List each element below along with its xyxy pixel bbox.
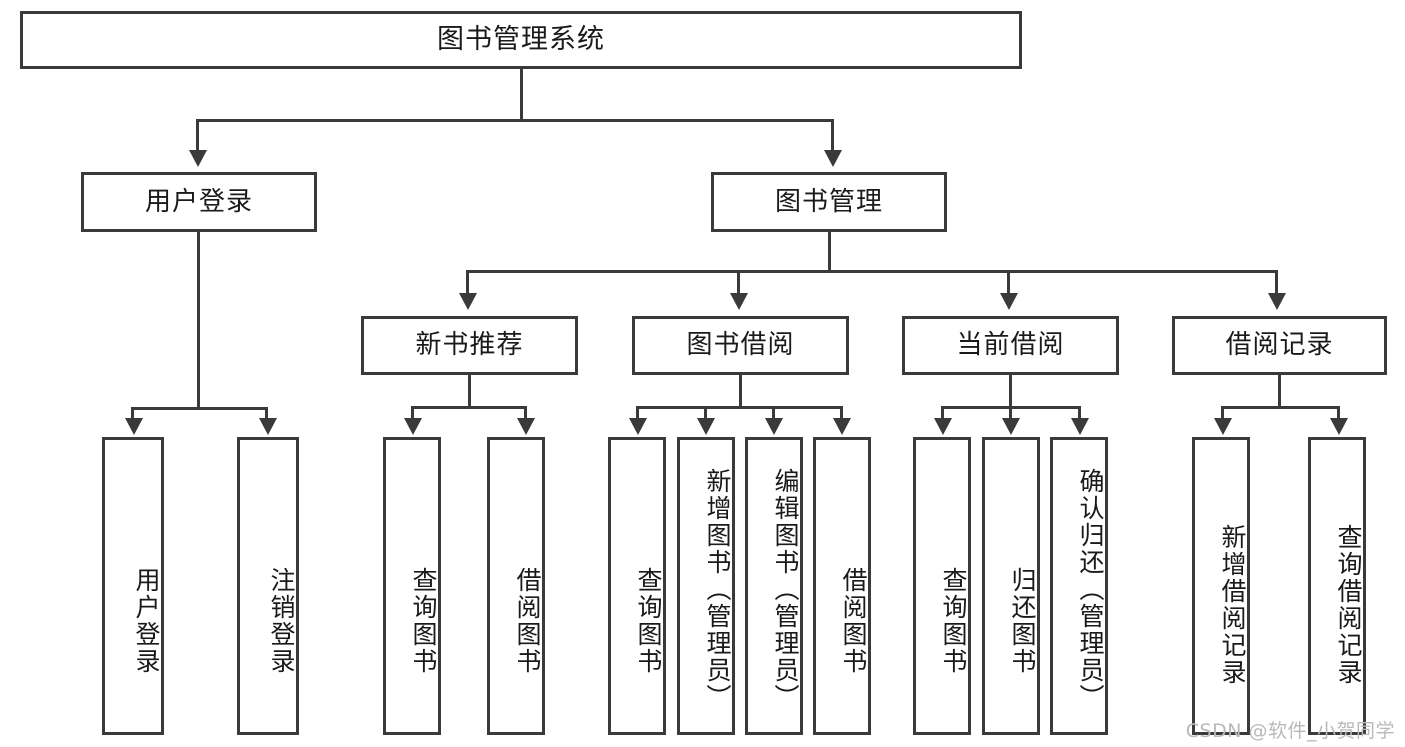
node-new-book-recommend[interactable]: 新书推荐	[361, 316, 578, 375]
node-leaf-borrow-book-2-label: 借阅图书	[839, 567, 868, 675]
node-leaf-add-record[interactable]: 新增借阅记录	[1192, 437, 1250, 735]
edge-root-stem	[520, 69, 523, 119]
edge-root-bus	[196, 119, 834, 122]
edge-br-drop-1	[1221, 406, 1224, 420]
edge-user-login-bus	[131, 407, 268, 410]
arrow-to-leaf-logout-login	[259, 418, 277, 435]
edge-bb-bus	[636, 406, 843, 409]
node-leaf-borrow-book-2[interactable]: 借阅图书	[813, 437, 871, 735]
node-user-login[interactable]: 用户登录	[81, 172, 317, 232]
node-leaf-return-book[interactable]: 归还图书	[982, 437, 1040, 735]
node-leaf-add-book[interactable]: 新增图书（管理员）	[677, 437, 735, 735]
arrow-to-borrow-record	[1268, 293, 1286, 310]
node-leaf-query-book-3-label: 查询图书	[939, 567, 968, 675]
arrow-to-leaf-confirm-return	[1071, 418, 1089, 435]
node-current-borrow-label: 当前借阅	[956, 330, 1065, 361]
edge-br-drop-2	[1337, 406, 1340, 420]
edge-cb-drop-2	[1009, 406, 1012, 420]
arrow-to-leaf-add-book	[697, 418, 715, 435]
edge-cb-stem	[1009, 375, 1012, 408]
node-leaf-borrow-book-1[interactable]: 借阅图书	[487, 437, 545, 735]
arrow-to-leaf-borrow-book-2	[833, 418, 851, 435]
node-book-borrow[interactable]: 图书借阅	[632, 316, 849, 375]
node-book-manage[interactable]: 图书管理	[711, 172, 947, 232]
node-leaf-query-book-1-label: 查询图书	[409, 567, 438, 675]
node-leaf-edit-book[interactable]: 编辑图书（管理员）	[745, 437, 803, 735]
node-root-label: 图书管理系统	[437, 24, 605, 56]
node-leaf-confirm-return[interactable]: 确认归还（管理员）	[1050, 437, 1108, 735]
edge-cb-drop-1	[941, 406, 944, 420]
edge-br-stem	[1278, 375, 1281, 408]
node-book-manage-label: 图书管理	[774, 186, 883, 217]
arrow-root-to-book-manage	[824, 150, 842, 167]
edge-bm-drop-3	[1007, 270, 1010, 295]
node-leaf-return-book-label: 归还图书	[1008, 567, 1037, 675]
arrow-to-leaf-add-record	[1214, 418, 1232, 435]
node-new-book-recommend-label: 新书推荐	[415, 330, 524, 361]
edge-bb-drop-4	[840, 406, 843, 420]
node-leaf-add-book-label: 新增图书（管理员）	[703, 467, 732, 711]
node-leaf-edit-book-label: 编辑图书（管理员）	[771, 467, 800, 711]
arrow-to-current-borrow	[1000, 293, 1018, 310]
edge-user-login-stem	[197, 232, 200, 410]
node-borrow-record[interactable]: 借阅记录	[1172, 316, 1387, 375]
node-leaf-query-book-2-label: 查询图书	[634, 567, 663, 675]
node-leaf-confirm-return-label: 确认归还（管理员）	[1076, 467, 1105, 711]
arrow-to-leaf-query-book-2	[629, 418, 647, 435]
edge-book-manage-stem	[828, 232, 831, 272]
edge-bm-drop-4	[1275, 270, 1278, 295]
arrow-to-leaf-query-book-3	[934, 418, 952, 435]
arrow-to-new-book-recommend	[459, 293, 477, 310]
node-leaf-query-book-3[interactable]: 查询图书	[913, 437, 971, 735]
node-leaf-logout-login[interactable]: 注销登录	[237, 437, 299, 735]
node-book-borrow-label: 图书借阅	[686, 330, 795, 361]
edge-user-login-drop-1	[131, 407, 134, 420]
node-leaf-user-login-label: 用户登录	[132, 567, 161, 675]
edge-bb-drop-2	[704, 406, 707, 420]
node-borrow-record-label: 借阅记录	[1225, 330, 1334, 361]
arrow-to-leaf-query-record	[1330, 418, 1348, 435]
edge-nbr-drop-2	[524, 406, 527, 420]
node-leaf-query-book-2[interactable]: 查询图书	[608, 437, 666, 735]
node-leaf-borrow-book-1-label: 借阅图书	[513, 567, 542, 675]
arrow-root-to-user-login	[189, 150, 207, 167]
node-current-borrow[interactable]: 当前借阅	[902, 316, 1119, 375]
node-leaf-add-record-label: 新增借阅记录	[1218, 524, 1247, 686]
edge-user-login-drop-2	[265, 407, 268, 420]
node-root[interactable]: 图书管理系统	[20, 11, 1022, 69]
edge-book-manage-bus	[466, 270, 1278, 273]
edge-root-to-book-manage	[831, 119, 834, 152]
edge-nbr-bus	[411, 406, 527, 409]
node-leaf-query-book-1[interactable]: 查询图书	[383, 437, 441, 735]
edge-bb-drop-3	[772, 406, 775, 420]
arrow-to-leaf-borrow-book-1	[517, 418, 535, 435]
edge-nbr-drop-1	[411, 406, 414, 420]
edge-cb-drop-3	[1078, 406, 1081, 420]
arrow-to-leaf-user-login	[125, 418, 143, 435]
arrow-to-leaf-return-book	[1002, 418, 1020, 435]
arrow-to-book-borrow	[730, 293, 748, 310]
node-user-login-label: 用户登录	[144, 186, 253, 217]
edge-nbr-stem	[468, 375, 471, 408]
edge-bb-drop-1	[636, 406, 639, 420]
edge-br-bus	[1221, 406, 1340, 409]
edge-bm-drop-2	[737, 270, 740, 295]
arrow-to-leaf-query-book-1	[404, 418, 422, 435]
edge-bm-drop-1	[466, 270, 469, 295]
watermark-text: CSDN @软件_小贺同学	[1185, 720, 1395, 742]
node-leaf-user-login[interactable]: 用户登录	[102, 437, 164, 735]
edge-root-to-user-login	[196, 119, 199, 152]
node-leaf-query-record[interactable]: 查询借阅记录	[1308, 437, 1366, 735]
arrow-to-leaf-edit-book	[765, 418, 783, 435]
edge-bb-stem	[739, 375, 742, 408]
node-leaf-query-record-label: 查询借阅记录	[1334, 524, 1363, 686]
node-leaf-logout-login-label: 注销登录	[267, 567, 296, 675]
